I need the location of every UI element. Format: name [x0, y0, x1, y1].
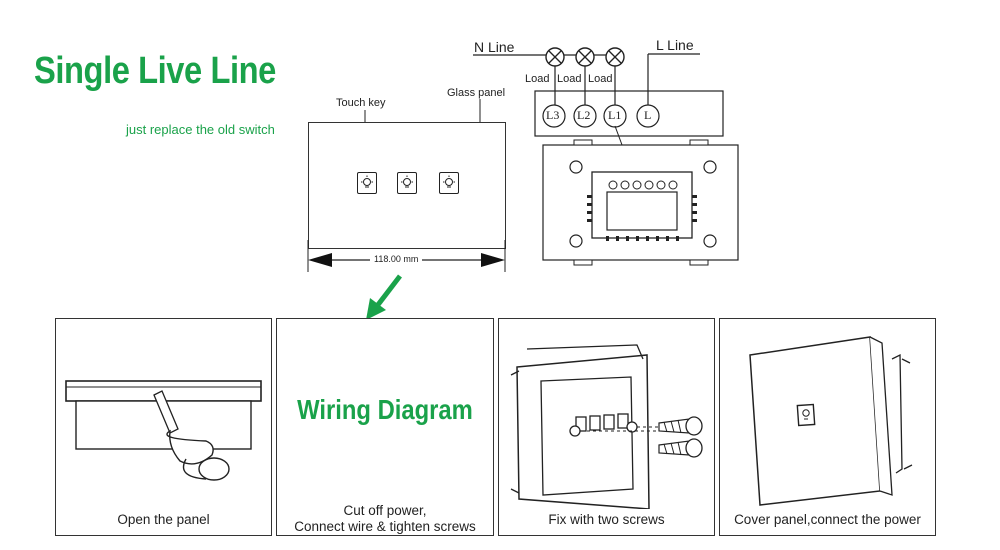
bulb-icon: [361, 175, 373, 188]
step-fix-screws: Fix with two screws: [498, 318, 715, 536]
lamp-icon: [605, 47, 625, 67]
terminal-l3: L3: [546, 108, 560, 122]
touch-key-3: [439, 172, 459, 194]
terminal-l2: L2: [577, 108, 591, 122]
step-caption: Fix with two screws: [548, 512, 665, 527]
green-arrow-icon: [366, 274, 402, 320]
touch-key-2: [397, 172, 417, 194]
step-open-panel: Open the panel: [55, 318, 272, 536]
fix-screws-illustration: [510, 344, 703, 509]
bulb-icon: [401, 175, 413, 188]
load-label-3: Load: [588, 73, 613, 85]
wiring-schematic: [473, 47, 739, 266]
bulb-icon: [443, 175, 455, 188]
wiring-diagram-title: Wiring Diagram: [297, 394, 473, 425]
cover-panel-illustration: [749, 336, 913, 506]
lamp-icon: [545, 47, 565, 67]
subtitle: just replace the old switch: [126, 122, 275, 137]
screw-icon: [658, 416, 703, 436]
touch-key-label: Touch key: [336, 97, 386, 109]
l-line-label: L Line: [656, 37, 694, 53]
terminal-l: L: [644, 108, 652, 122]
glass-panel-label: Glass panel: [447, 87, 506, 99]
page-title: Single Live Line: [34, 50, 276, 92]
load-label-1: Load: [525, 73, 550, 85]
load-label-2: Load: [557, 73, 582, 85]
dimension-label: 118.00 mm: [370, 254, 423, 264]
bulb-icon: [802, 409, 810, 420]
n-line-label: N Line: [474, 39, 515, 55]
terminal-l1: L1: [608, 108, 622, 122]
step-caption: Open the panel: [117, 512, 210, 527]
step-cover-panel: Cover panel,connect the power: [719, 318, 936, 536]
lamp-icon: [575, 47, 595, 67]
step-caption-line1: Cut off power,: [343, 503, 427, 518]
step-wiring: Wiring Diagram Cut off power, Connect wi…: [276, 318, 494, 536]
step-caption-line2: Connect wire & tighten screws: [294, 519, 476, 534]
screw-icon: [658, 438, 703, 458]
touch-key-1: [357, 172, 377, 194]
open-panel-illustration: [65, 380, 262, 481]
step-caption: Cover panel,connect the power: [734, 512, 921, 527]
glass-panel-front: [308, 122, 506, 249]
